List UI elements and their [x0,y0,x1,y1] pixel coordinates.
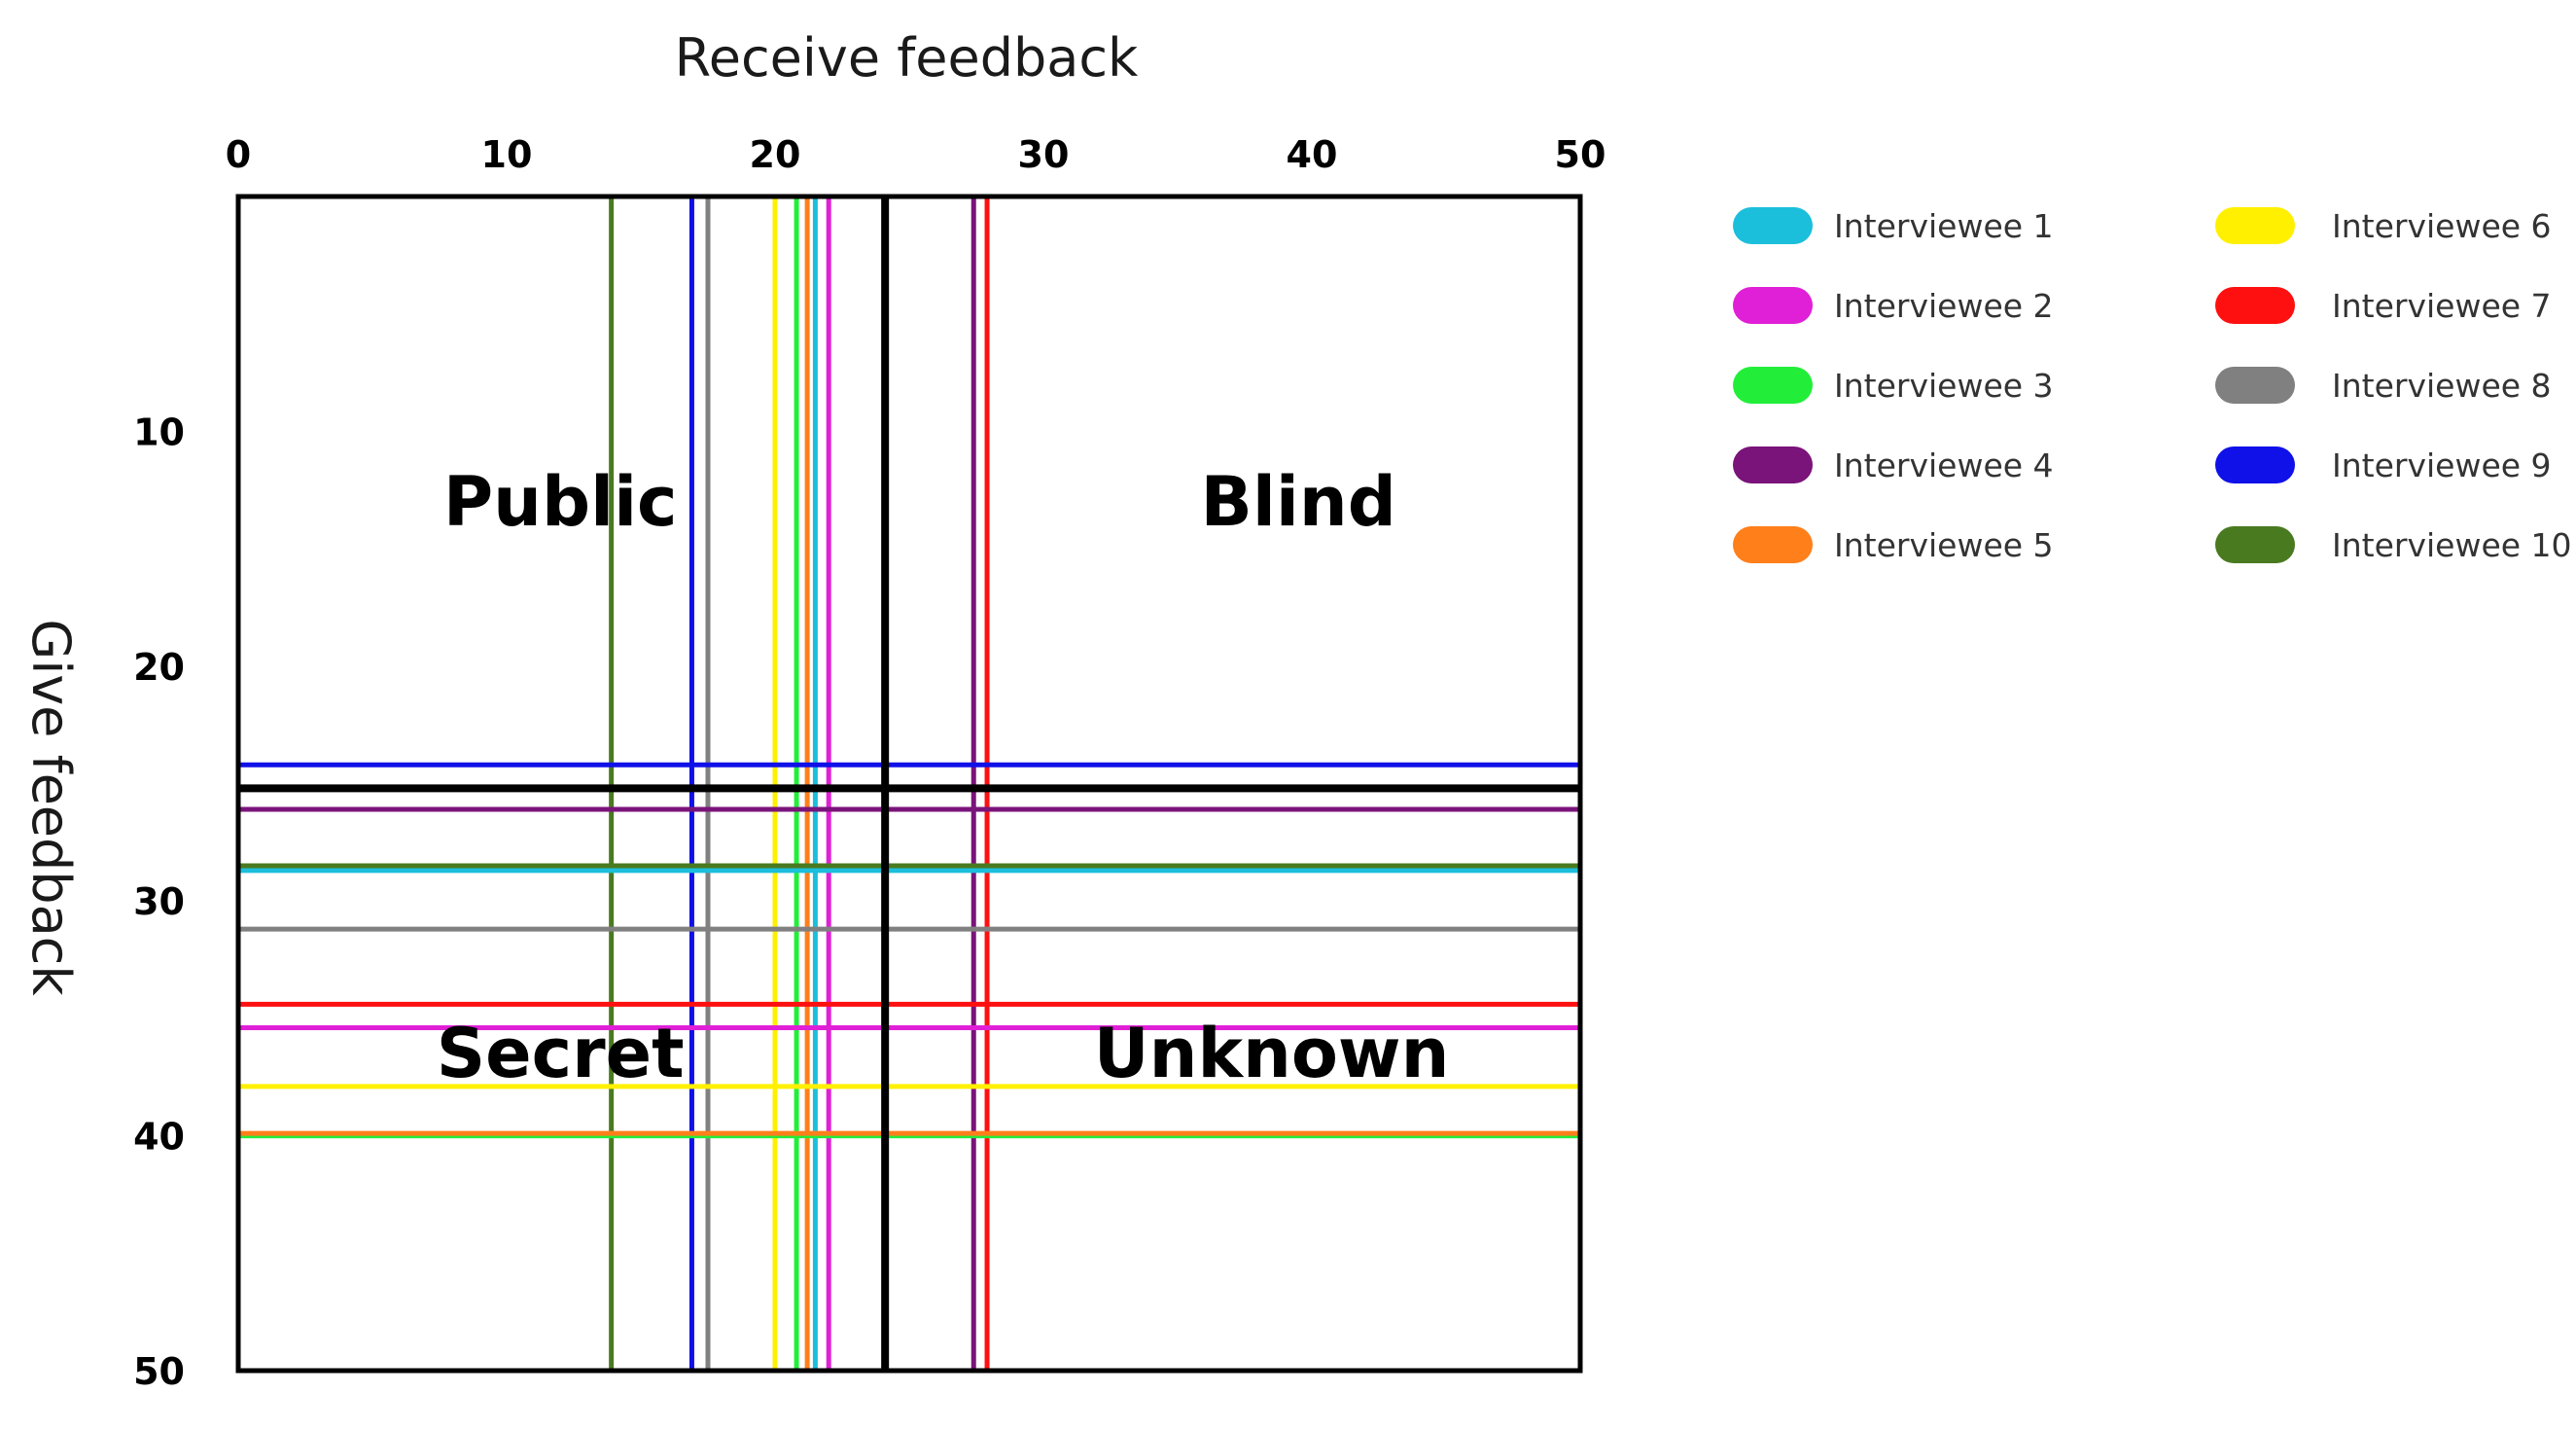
y-tick-label: 50 [133,1350,185,1393]
legend-label: Interviewee 7 [2332,287,2552,325]
y-tick-label: 40 [133,1116,185,1159]
legend-swatch [1733,526,1813,563]
legend-label: Interviewee 6 [2332,207,2552,245]
x-tick-label: 40 [1287,133,1338,176]
y-axis-title: Give feedback [20,619,82,996]
legend-swatch [1733,447,1813,483]
x-tick-label: 30 [1018,133,1070,176]
quadrant-label-blind: Blind [1201,462,1396,542]
x-tick-label: 50 [1555,133,1606,176]
legend-label: Interviewee 5 [1834,526,2054,564]
legend-label: Interviewee 8 [2332,367,2552,405]
plot-frame [235,194,1583,1374]
legend-label: Interviewee 3 [1834,367,2054,405]
legend-swatch [1733,367,1813,404]
legend-swatch [2215,447,2295,483]
x-tick-label: 10 [481,133,533,176]
legend-swatch [1733,287,1813,324]
legend-label: Interviewee 9 [2332,447,2552,484]
quadrant-label-secret: Secret [437,1014,685,1093]
x-tick-label: 0 [226,133,251,176]
legend-label: Interviewee 2 [1834,287,2054,325]
x-tick-label: 20 [750,133,801,176]
legend-swatch [2215,287,2295,324]
legend-swatch [1733,207,1813,244]
y-tick-label: 10 [133,411,185,453]
quadrant-label-unknown: Unknown [1094,1014,1450,1093]
legend-label: Interviewee 4 [1834,447,2054,484]
legend-swatch [2215,526,2295,563]
y-tick-label: 30 [133,880,185,923]
legend-label: Interviewee 10 [2332,526,2572,564]
quadrant-divider [238,196,1580,1371]
x-axis-title: Receive feedback [675,27,1139,89]
give-feedback-lines [238,762,1580,1139]
legend: Interviewee 1 Interviewee 2 Interviewee 3 I… [1733,207,2572,564]
y-axis-ticks: 10 20 30 40 50 [133,411,185,1393]
quadrant-label-public: Public [443,462,678,542]
legend-label: Interviewee 1 [1834,207,2054,245]
legend-swatch [2215,207,2295,244]
legend-swatch [2215,367,2295,404]
receive-feedback-lines [609,196,990,1371]
y-tick-label: 20 [133,646,185,689]
x-axis-ticks: 0 10 20 30 40 50 [226,133,1606,176]
